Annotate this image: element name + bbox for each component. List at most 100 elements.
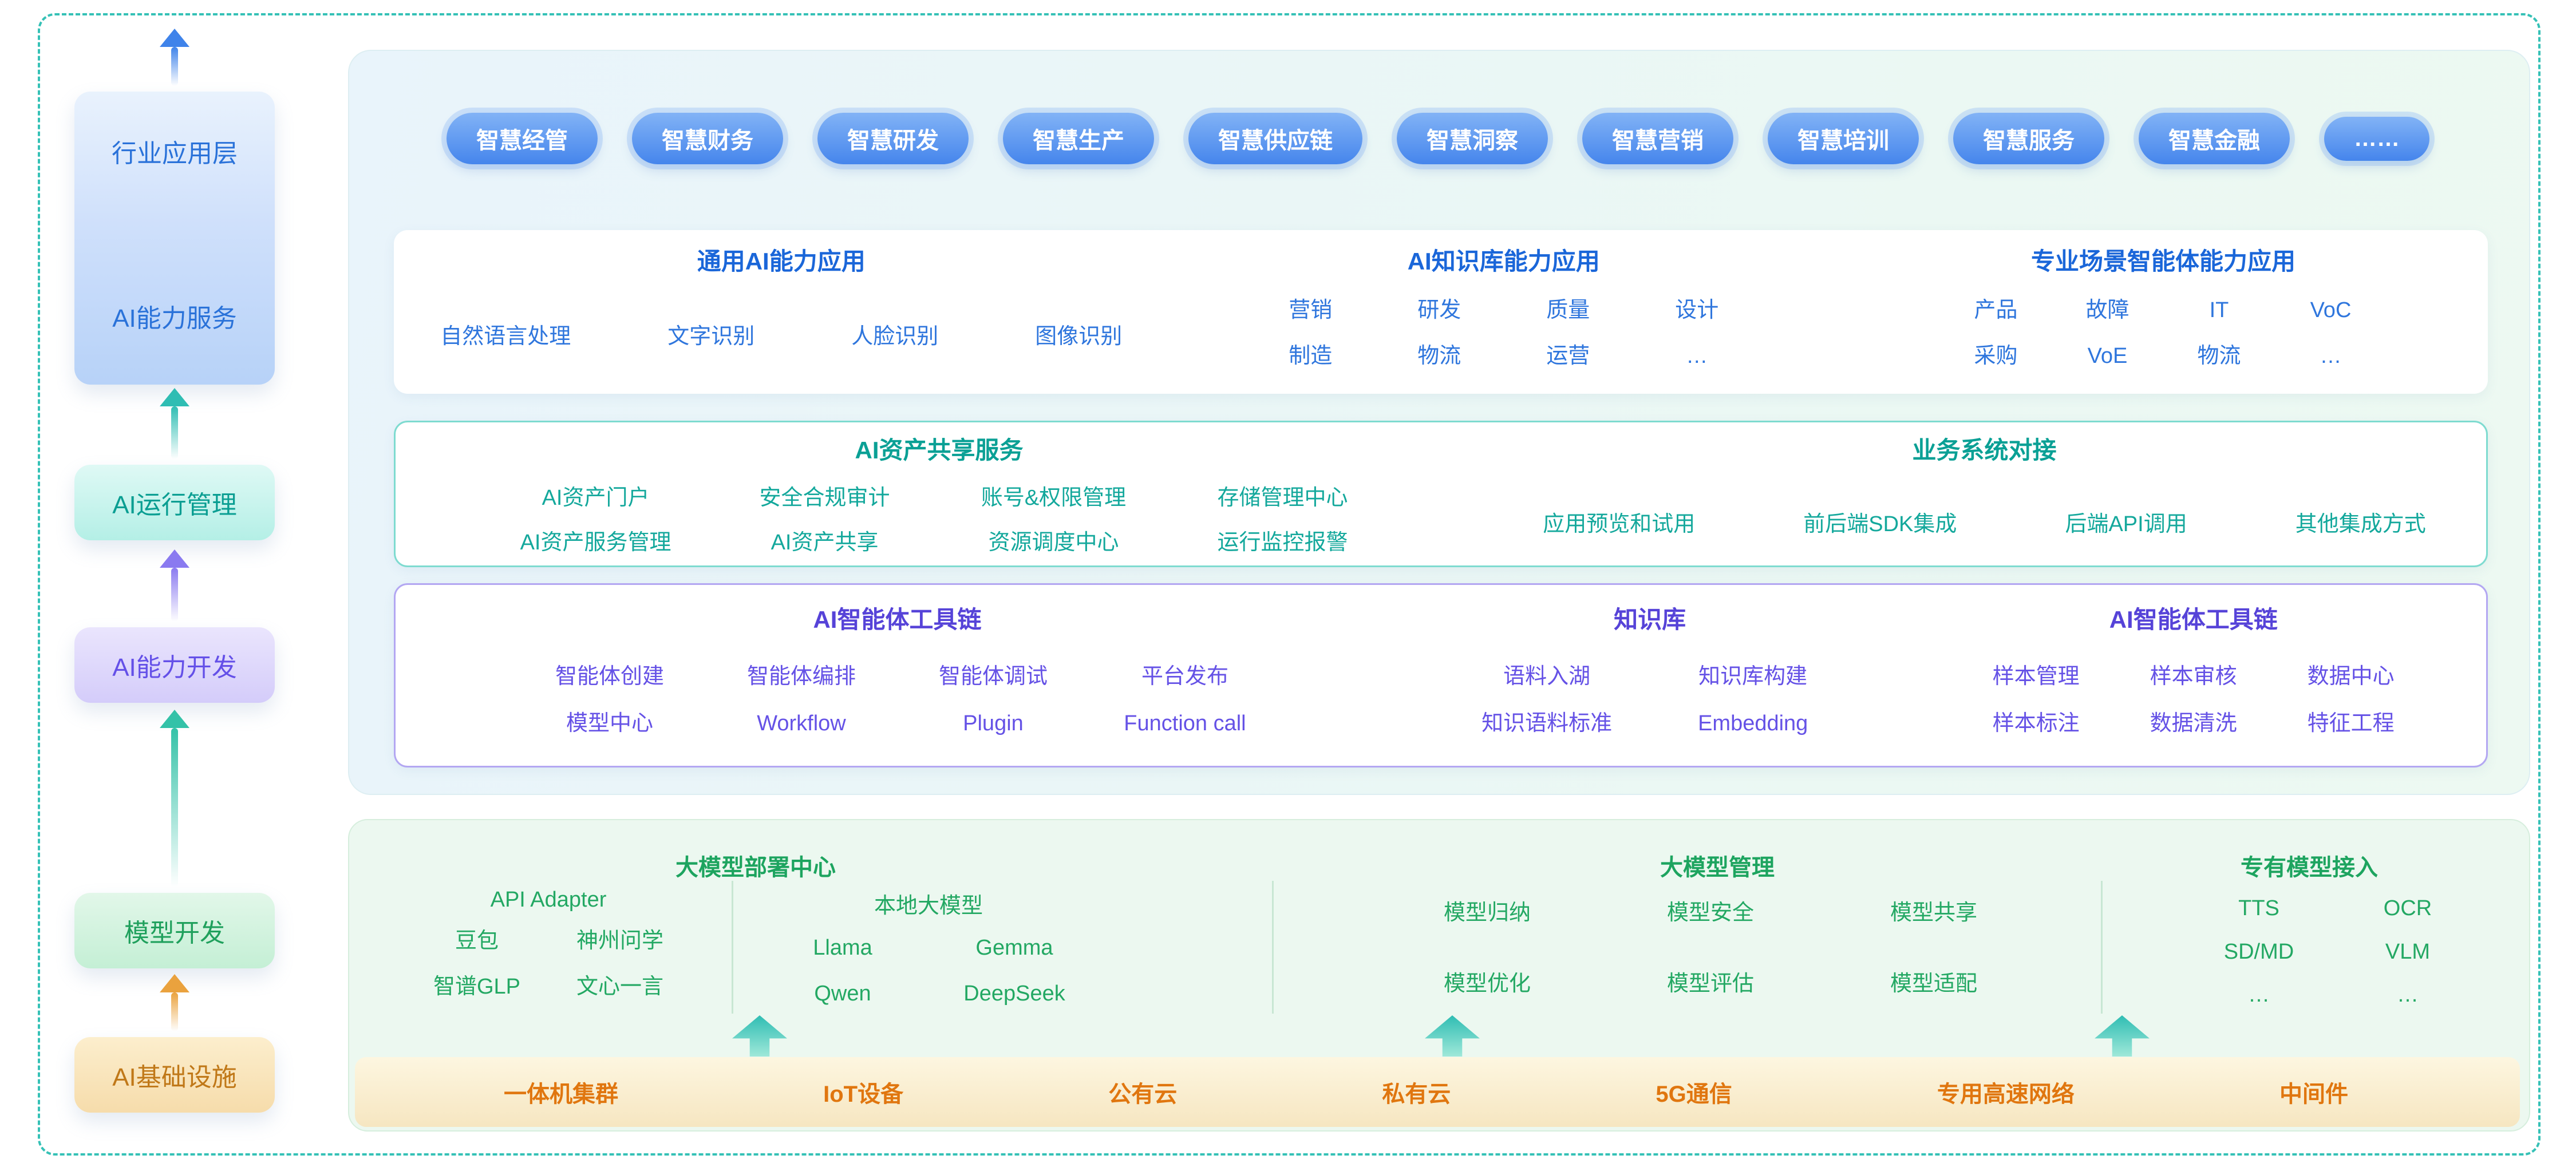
agent-app-row2: 采购 VoE 物流 … <box>1940 343 2387 370</box>
service-item: 后端API调用 <box>2065 512 2187 537</box>
service-item: AI资产服务管理 <box>520 530 671 555</box>
capability-item: VoE <box>2087 343 2128 368</box>
tool-item: 样本管理 <box>1992 664 2080 689</box>
capability-item: 运营 <box>1546 343 1590 368</box>
asset-share-row1: AI资产门户安全合规审计账号&权限管理存储管理中心 <box>481 485 1397 512</box>
knowledge-base-row1: 语料入湖知识库构建 <box>1444 664 1856 690</box>
tool-item: 数据中心 <box>2307 664 2395 689</box>
toolchain-card: AI智能体工具链 智能体创建智能体编排智能体调试平台发布 模型中心 Workflo… <box>394 583 2488 768</box>
capability-item: 人脸识别 <box>851 325 939 349</box>
layer-label-ai-run-management: AI运行管理 <box>112 491 237 519</box>
scenario-pill: 智慧服务 <box>1953 113 2104 164</box>
scenario-pill: 智慧培训 <box>1768 113 1919 164</box>
arrow-head <box>160 974 189 992</box>
capability-item: 设计 <box>1675 298 1719 323</box>
arrow-up-dev-icon <box>159 549 191 622</box>
scenario-pill: 智慧经管 <box>447 113 598 164</box>
capability-item: 物流 <box>1417 343 1461 368</box>
tool-item: 模型中心 <box>566 711 653 735</box>
layer-industry-application: 行业应用层 AI能力服务 <box>74 92 275 385</box>
group-title: AI知识库能力应用 <box>1407 248 1600 275</box>
model-item: Llama <box>813 936 872 960</box>
layer-label-ai-capability-development: AI能力开发 <box>112 654 237 682</box>
model-item: 模型评估 <box>1666 971 1754 996</box>
capability-item: 物流 <box>2197 343 2241 368</box>
tool-item: 数据清洗 <box>2150 711 2237 735</box>
group-asset-share: AI资产共享服务 AI资产门户安全合规审计账号&权限管理存储管理中心 AI资产服… <box>396 422 1483 565</box>
infrastructure-item: 私有云 <box>1382 1082 1451 1107</box>
api-adapter-row1: 豆包神州问学 <box>405 928 692 955</box>
layer-ai-run-management: AI运行管理 <box>74 465 275 540</box>
infrastructure-item: IoT设备 <box>823 1082 904 1107</box>
divider <box>1272 881 1274 1014</box>
infrastructure-item: 专用高速网络 <box>1937 1082 2075 1107</box>
service-item: 存储管理中心 <box>1217 486 1348 511</box>
capability-item: 采购 <box>1974 343 2018 368</box>
model-item: 模型适配 <box>1890 971 1977 996</box>
general-ai-items: 自然语言处理文字识别人脸识别图像识别 <box>440 324 1122 350</box>
scenario-pill: 智慧洞察 <box>1397 113 1548 164</box>
group-title: 知识库 <box>1614 606 1686 633</box>
infrastructure-item: 中间件 <box>2279 1082 2348 1107</box>
scenario-pill: 智慧营销 <box>1582 113 1733 164</box>
tool-item: 语料入湖 <box>1503 664 1591 689</box>
agent-toolchain-row1: 智能体创建智能体编排智能体调试平台发布 <box>513 664 1281 690</box>
layer-label-ai-capability-service: AI能力服务 <box>112 304 237 333</box>
model-item: 模型归纳 <box>1443 901 1531 925</box>
model-platform-panel: 大模型部署中心 大模型管理 专有模型接入 API Adapter 豆包神州问学 … <box>348 819 2530 1132</box>
api-adapter-label: API Adapter <box>490 888 607 912</box>
scenario-pill-row: 智慧经管智慧财务智慧研发智慧生产智慧供应链智慧洞察智慧营销智慧培训智慧服务智慧金… <box>447 113 2429 164</box>
tool-item: Function call <box>1124 711 1246 735</box>
asset-share-card: AI资产共享服务 AI资产门户安全合规审计账号&权限管理存储管理中心 AI资产服… <box>394 421 2488 567</box>
outer-dashed-frame <box>38 13 2541 1156</box>
local-models-label: 本地大模型 <box>874 894 983 918</box>
capability-item: VoC <box>2310 298 2352 323</box>
capability-item: IT <box>2209 298 2229 323</box>
model-mgmt-row2: 模型优化 模型评估 模型适配 <box>1376 971 2045 998</box>
model-mgmt-row1: 模型归纳模型安全模型共享 <box>1376 900 2045 927</box>
capability-item: … <box>2320 343 2342 368</box>
infrastructure-item: 公有云 <box>1108 1082 1178 1107</box>
capability-item: 自然语言处理 <box>440 325 571 349</box>
model-item: 神州问学 <box>576 929 663 953</box>
capability-item: 营销 <box>1289 298 1333 323</box>
tool-item: Workflow <box>757 711 846 735</box>
arrow-head <box>160 29 189 47</box>
service-item: 运行监控报警 <box>1217 530 1348 555</box>
arrow-up-model-icon <box>159 710 191 887</box>
capability-item: 故障 <box>2085 298 2129 323</box>
capability-item: 文字识别 <box>667 325 755 349</box>
data-toolchain-row1: 样本管理样本审核数据中心 <box>1957 664 2429 690</box>
arrow-stem <box>171 406 178 459</box>
layer-label-industry-application: 行业应用层 <box>112 140 238 168</box>
tool-item: 知识语料标准 <box>1481 711 1613 735</box>
layer-ai-capability-development: AI能力开发 <box>74 627 275 703</box>
model-item: VLM <box>2385 939 2431 964</box>
group-agent-toolchain: AI智能体工具链 智能体创建智能体编排智能体调试平台发布 模型中心 Workflo… <box>396 585 1399 766</box>
arrow-stem <box>171 47 178 86</box>
model-item: 模型优化 <box>1443 971 1531 996</box>
scenario-pill: 智慧供应链 <box>1188 113 1362 164</box>
model-item: OCR <box>2383 896 2432 920</box>
service-item: 应用预览和试用 <box>1543 512 1696 537</box>
model-management-title: 大模型管理 <box>1660 855 1775 880</box>
business-integration-items: 应用预览和试用前后端SDK集成后端API调用其他集成方式 <box>1543 512 2426 538</box>
capability-item: 制造 <box>1289 343 1333 368</box>
group-title: AI智能体工具链 <box>813 606 982 633</box>
service-item: 账号&权限管理 <box>981 486 1127 511</box>
capability-item: … <box>1686 343 1708 368</box>
group-title: AI智能体工具链 <box>2109 606 2278 633</box>
deploy-center-title: 大模型部署中心 <box>675 855 836 880</box>
model-item: 智谱GLP <box>433 974 521 999</box>
layer-label-model-development: 模型开发 <box>124 919 225 947</box>
model-item: 模型安全 <box>1666 901 1754 925</box>
